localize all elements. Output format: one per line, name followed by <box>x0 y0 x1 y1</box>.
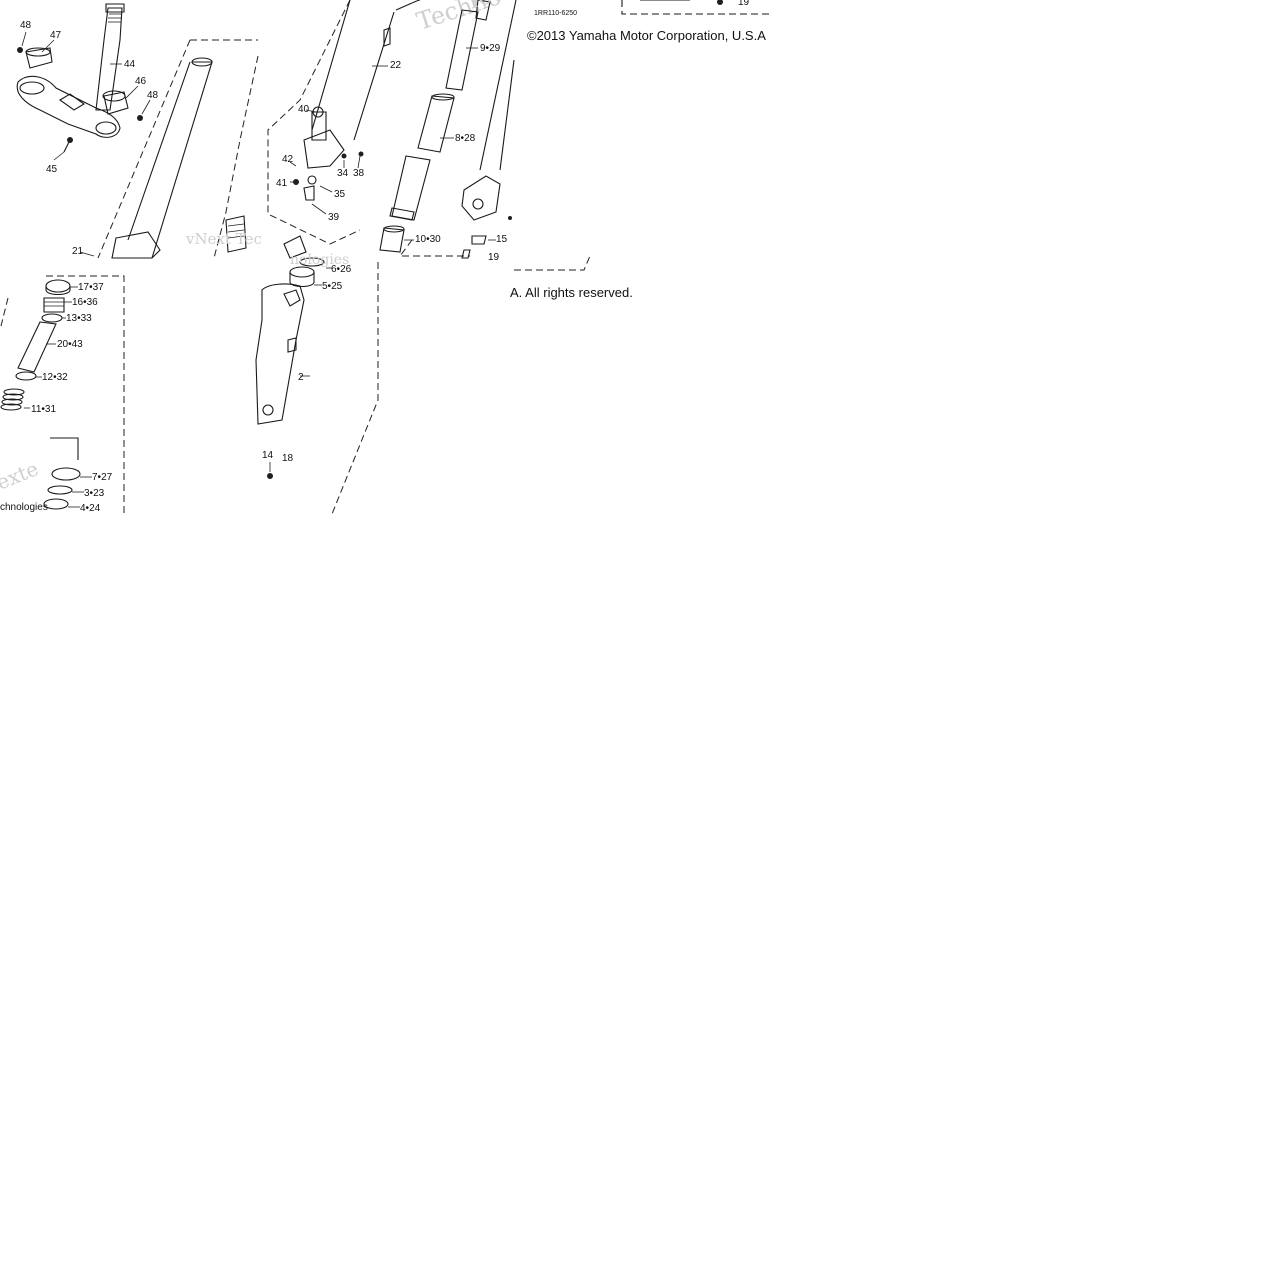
part-20-43-spacer <box>17 321 57 373</box>
watermark-4: nologies <box>290 252 349 268</box>
callout-47: 47 <box>50 30 62 41</box>
axle-clamp <box>303 129 345 169</box>
part-10-30-bushing <box>379 227 405 253</box>
part-16-36-plug <box>43 297 65 313</box>
part-2-outer-tube <box>255 283 305 425</box>
callout-40: 40 <box>298 104 310 115</box>
callout-34: 34 <box>337 168 349 179</box>
part-17-37-cap <box>45 279 71 293</box>
callout-38: 38 <box>353 168 365 179</box>
copyright-line-2: A. All rights reserved. <box>510 285 633 300</box>
part-8-28-spring-seat <box>417 95 455 153</box>
part-47-collar <box>25 47 53 69</box>
callout-20-43: 20•43 <box>57 339 83 350</box>
callout-16-36: 16•36 <box>72 297 98 308</box>
part-6-26-washer <box>299 257 325 267</box>
part-outer-tube-right <box>479 0 517 171</box>
callout-3-23: 3•23 <box>84 488 105 499</box>
tile-fork-upper: 22 40 42 34 38 41 35 39 Techno <box>267 0 505 259</box>
callout-22: 22 <box>390 60 402 71</box>
callout-11-31: 11•31 <box>31 404 56 415</box>
callout-17-37: 17•37 <box>78 282 104 293</box>
part-4-24-bushing <box>43 498 69 510</box>
callout-6-26: 6•26 <box>331 264 352 275</box>
part-fork-clip <box>283 235 307 259</box>
watermark-6: chnologies <box>0 502 48 513</box>
watermark-2: vNext Tec <box>185 230 262 248</box>
callout-2: 2 <box>298 372 304 383</box>
tile-damper-rod: 9•29 8•28 10•30 15 19 Techno <box>379 0 546 263</box>
watermark-5: exte <box>0 456 42 494</box>
copyright-line-1: ©2013 Yamaha Motor Corporation, U.S.A <box>527 28 766 43</box>
callout-12-32: 12•32 <box>42 372 68 383</box>
part-22-outer-tube <box>311 0 421 141</box>
callout-4-24: 4•24 <box>80 503 101 514</box>
callout-41: 41 <box>276 178 288 189</box>
callout-46: 46 <box>135 76 147 87</box>
callout-8-28: 8•28 <box>455 133 476 144</box>
callout-7-27: 7•27 <box>92 472 113 483</box>
callout-10-30: 10•30 <box>415 234 441 245</box>
callout-19a: 19 <box>488 252 500 263</box>
tile-steering-stem: 48 47 44 46 48 45 21 vNext Tec <box>16 3 262 259</box>
part-46-bearing <box>103 91 129 115</box>
callout-13-33: 13•33 <box>66 313 92 324</box>
tile-cap-spring: 17•37 16•36 13•33 20•43 12•32 11•31 7•27… <box>0 275 125 514</box>
callout-45: 45 <box>46 164 58 175</box>
callout-35: 35 <box>334 189 346 200</box>
callout-44: 44 <box>124 59 136 70</box>
callout-48b: 48 <box>147 90 159 101</box>
fork-inner-tube <box>127 61 213 259</box>
steering-stem-shaft <box>95 7 123 111</box>
diagram-code: 1RR110-6250 <box>534 10 577 17</box>
part-damper-cylinder <box>391 155 431 221</box>
callout-42: 42 <box>282 154 294 165</box>
part-9-29-rod <box>445 9 479 91</box>
callout-15: 15 <box>496 234 508 245</box>
callout-21: 21 <box>72 246 84 257</box>
tile-outer-tube: 2 6•26 5•25 14 18 nologies <box>255 252 379 515</box>
callout-9-29: 9•29 <box>480 43 501 54</box>
callout-14: 14 <box>262 450 274 461</box>
callout-39: 39 <box>328 212 340 223</box>
lower-bracket <box>16 75 121 138</box>
callout-5-25: 5•25 <box>322 281 343 292</box>
callout-18: 18 <box>282 453 294 464</box>
part-7-27-seal <box>51 467 81 481</box>
part-11-31-spring <box>0 388 25 411</box>
tile-copyright: 19 1RR110-6250 ©2013 Yamaha Motor Corpor… <box>527 0 770 43</box>
tile-copyright-cont: A. All rights reserved. <box>510 255 633 300</box>
callout-19b: 19 <box>738 0 750 8</box>
callout-48a: 48 <box>20 20 32 31</box>
part-5-25-seal <box>289 266 315 278</box>
